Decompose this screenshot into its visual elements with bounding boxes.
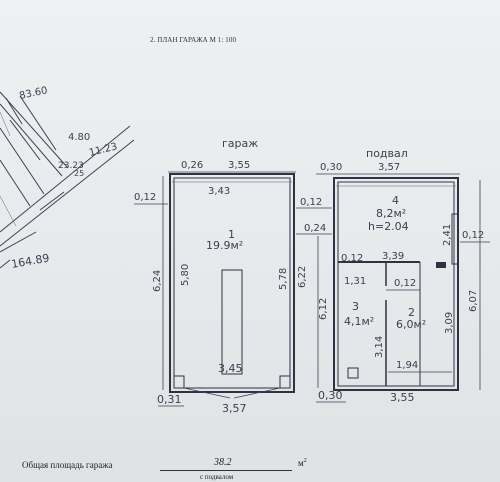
garage-bottom-width: 3,57 <box>222 402 247 415</box>
cellar-dim-3-39: 3,39 <box>382 251 404 262</box>
cellar-dim-1-31: 1,31 <box>344 276 366 287</box>
cellar-dim-bottom-0-30: 0,30 <box>318 389 343 402</box>
site-dim-25: 25 <box>74 169 84 178</box>
garage-room-area: 19.9м² <box>206 239 243 252</box>
cellar-room2-area: 6,0м² <box>396 318 426 331</box>
garage-dim-right-0-12: 0,12 <box>300 197 322 208</box>
garage-title: гараж <box>222 137 258 150</box>
total-area-value: 38.2 <box>214 457 232 468</box>
garage-inner-width: 3,43 <box>208 186 230 197</box>
cellar-height-left-inner: 6,12 <box>318 298 329 320</box>
garage-dim-left-0-12: 0,12 <box>134 192 156 203</box>
inspection-pit <box>221 269 243 375</box>
garage-gate-swing <box>183 387 281 399</box>
total-area-note: с подвалом <box>200 473 234 481</box>
garage-room-number: 1 <box>228 228 235 241</box>
cellar-title: подвал <box>366 147 408 160</box>
cellar-room4-height: h=2.04 <box>368 220 409 233</box>
site-dim-83-60: 83.60 <box>18 85 48 102</box>
cellar-dim-1-94: 1,94 <box>396 360 418 371</box>
site-dim-4-80: 4.80 <box>68 132 90 143</box>
document-title: 2. ПЛАН ГАРАЖА М 1: 100 <box>150 36 237 44</box>
garage-dim-3-55: 3,55 <box>228 160 250 171</box>
cellar-room4-area: 8,2м² <box>376 207 406 220</box>
cellar-dim-0-12-inner: 0,12 <box>394 278 416 289</box>
site-dim-164-89: 164.89 <box>10 251 50 270</box>
total-area-label: Общая площадь гаража <box>22 460 113 470</box>
cellar-bottom-width: 3,55 <box>390 391 415 404</box>
garage-height-inner-right: 5,78 <box>278 268 289 290</box>
total-area-unit: м2 <box>298 458 307 468</box>
cellar-room3-number: 3 <box>352 300 359 313</box>
cellar-room2-number: 2 <box>408 306 415 319</box>
garage-height-left: 6,24 <box>152 270 163 292</box>
cellar-height-left-outer: 6,22 <box>297 266 308 288</box>
cellar-dim-0-12-wall: 0,12 <box>341 253 363 264</box>
cellar-dim-3-09: 3,09 <box>444 312 455 334</box>
site-dim-23-23: 23.23 <box>58 161 84 171</box>
cellar-height-right: 6,07 <box>468 290 479 312</box>
site-boundary-lines <box>0 91 135 269</box>
total-area-underline <box>160 470 292 471</box>
cellar-room4-number: 4 <box>392 194 399 207</box>
cellar-dim-3-14: 3,14 <box>374 336 385 358</box>
garage-height-inner-left: 5,80 <box>180 264 191 286</box>
cellar-walls <box>333 177 459 391</box>
cellar-room3-area: 4,1м² <box>344 315 374 328</box>
cellar-dim-right-0-12: 0,12 <box>462 230 484 241</box>
cellar-dim-left-0-24: 0,24 <box>304 223 326 234</box>
garage-dim-0-26: 0,26 <box>181 160 203 171</box>
garage-dim-bottom-0-31: 0,31 <box>157 393 182 406</box>
garage-pit-width: 3,45 <box>218 362 243 375</box>
cellar-dim-3-57: 3,57 <box>378 162 400 173</box>
cellar-dim-2-41: 2,41 <box>442 224 453 246</box>
garage-walls <box>169 173 295 393</box>
cellar-dim-0-30: 0,30 <box>320 162 342 173</box>
